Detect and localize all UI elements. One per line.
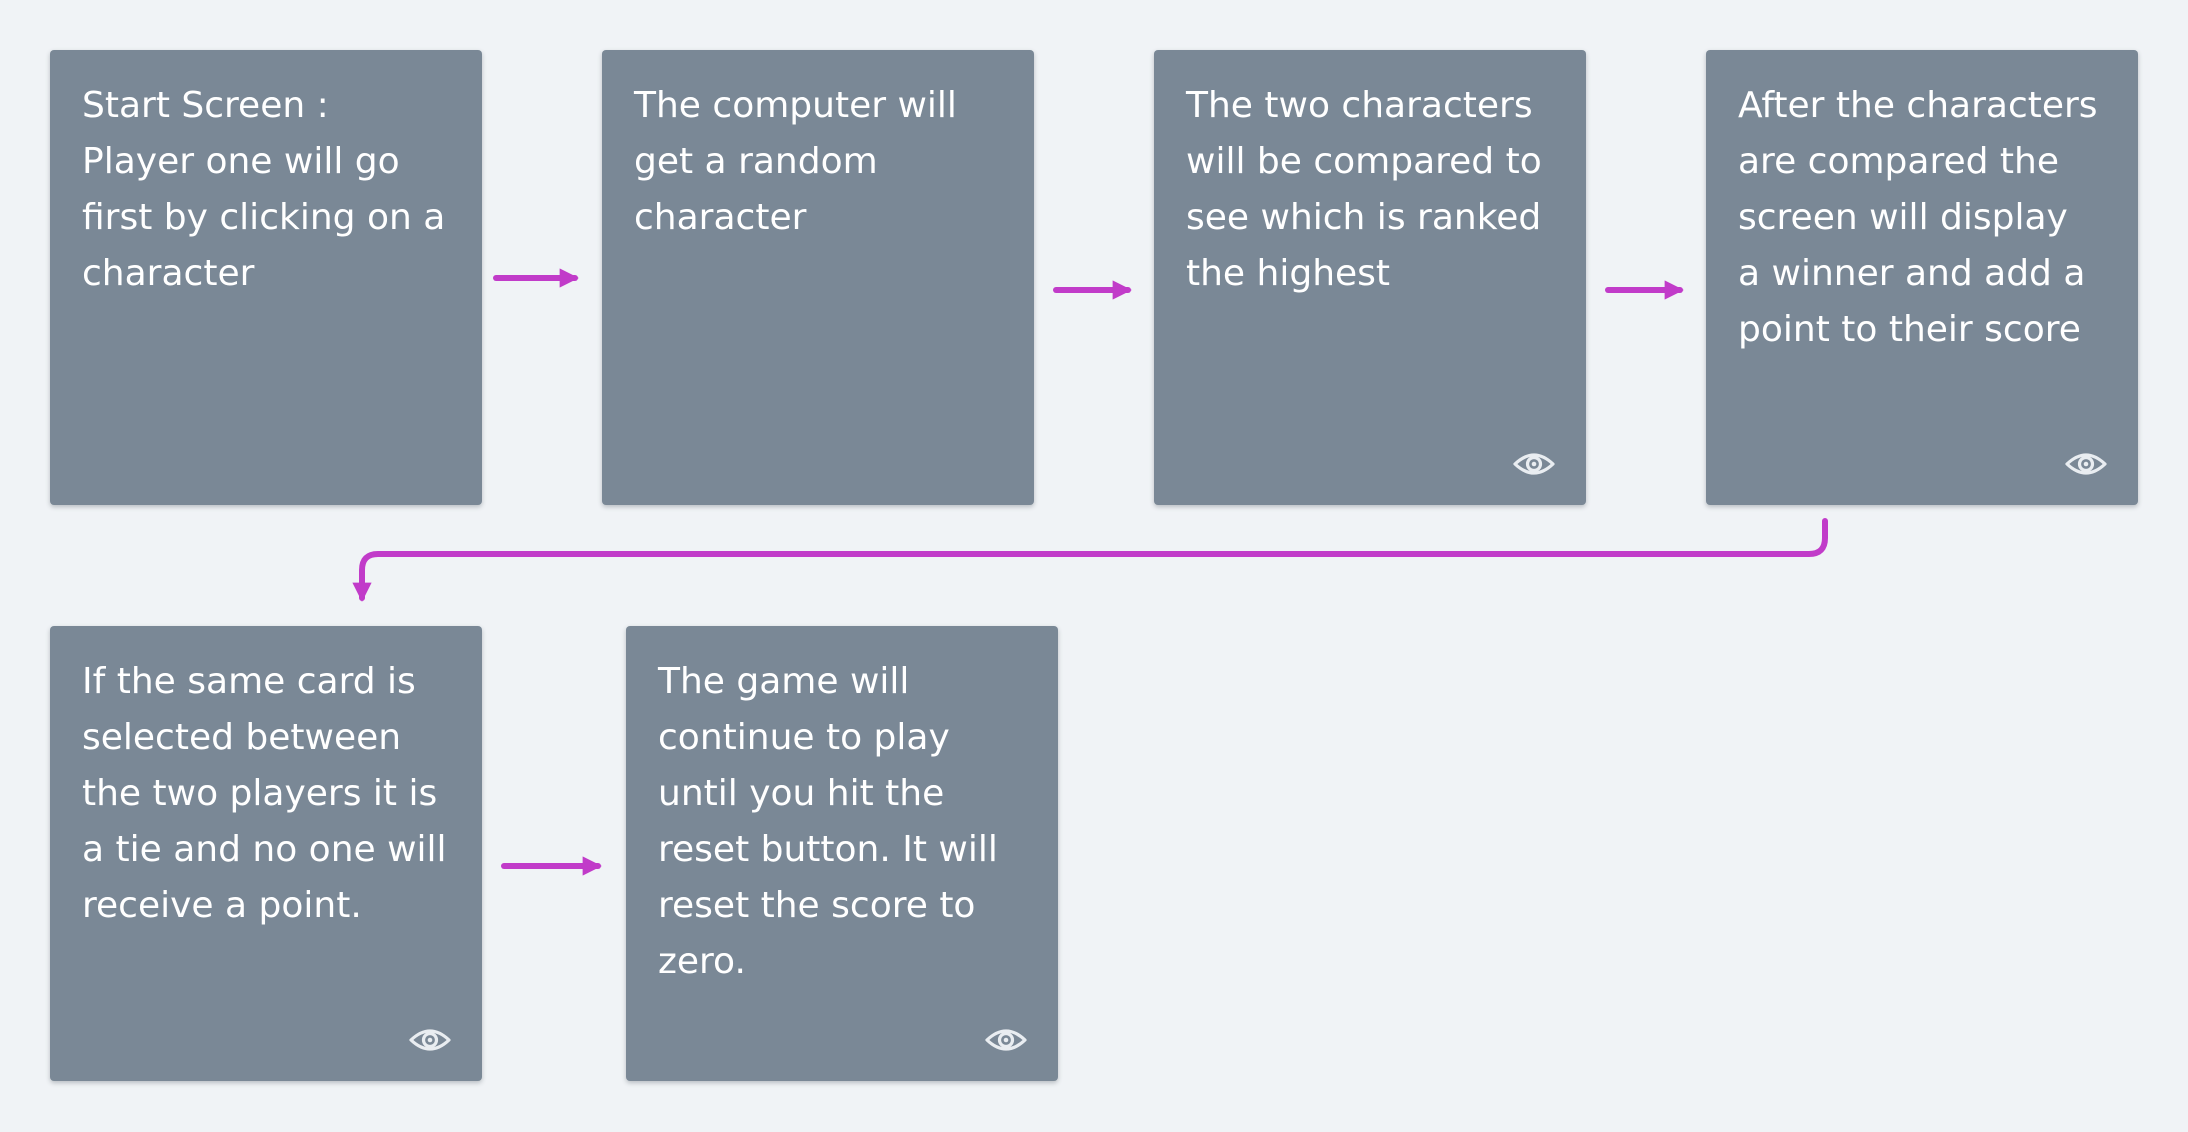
eye-icon[interactable] [2064, 449, 2108, 479]
eye-icon[interactable] [408, 1025, 452, 1055]
connector-arrow-4-5 [352, 518, 1828, 602]
card-text: The computer will get a random character [634, 85, 957, 238]
card-text: The game will continue to play until you… [658, 661, 998, 982]
card-text: After the characters are compared the sc… [1738, 85, 2098, 350]
flow-card-computer-random[interactable]: The computer will get a random character [602, 50, 1034, 505]
card-text: The two characters will be compared to s… [1186, 85, 1542, 294]
flow-card-tie[interactable]: If the same card is selected between the… [50, 626, 482, 1081]
flow-card-compare[interactable]: The two characters will be compared to s… [1154, 50, 1586, 505]
eye-icon[interactable] [1512, 449, 1556, 479]
card-text: Start Screen : Player one will go first … [82, 85, 446, 294]
flow-card-start-screen[interactable]: Start Screen : Player one will go first … [50, 50, 482, 505]
flow-card-winner[interactable]: After the characters are compared the sc… [1706, 50, 2138, 505]
flow-card-reset[interactable]: The game will continue to play until you… [626, 626, 1058, 1081]
eye-icon[interactable] [984, 1025, 1028, 1055]
card-text: If the same card is selected between the… [82, 661, 447, 926]
